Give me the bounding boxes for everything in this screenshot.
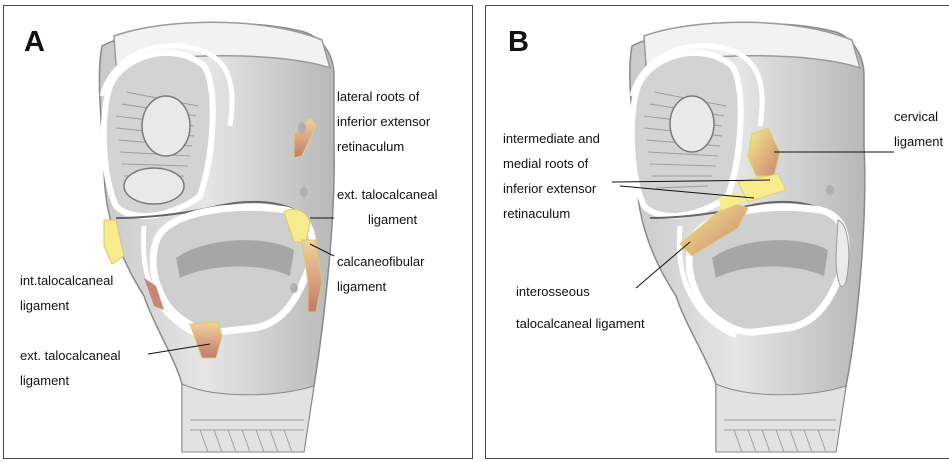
label-interosseous: interosseous talocalcaneal ligament bbox=[516, 276, 645, 340]
label-calcaneofibular: calcaneofibular ligament bbox=[337, 249, 424, 299]
ankle-illustration-b bbox=[486, 6, 949, 459]
panel-b: B cervical ligament intermediate and med… bbox=[485, 5, 949, 459]
label-cervical: cervical ligament bbox=[894, 104, 943, 154]
panel-a: A lateral roots of inferior extensor ret… bbox=[3, 5, 473, 459]
panel-a-letter: A bbox=[24, 26, 45, 59]
label-lateral-roots: lateral roots of inferior extensor retin… bbox=[337, 84, 430, 159]
panel-b-letter: B bbox=[508, 26, 529, 59]
label-int-talocalcaneal: int.talocalcaneal ligament bbox=[20, 268, 113, 318]
label-intermediate-medial: intermediate and medial roots of inferio… bbox=[503, 126, 600, 226]
label-ext-talocalcaneal-right: ext. talocalcaneal ligament bbox=[337, 182, 437, 232]
label-ext-talocalcaneal-bottom: ext. talocalcaneal ligament bbox=[20, 343, 120, 393]
